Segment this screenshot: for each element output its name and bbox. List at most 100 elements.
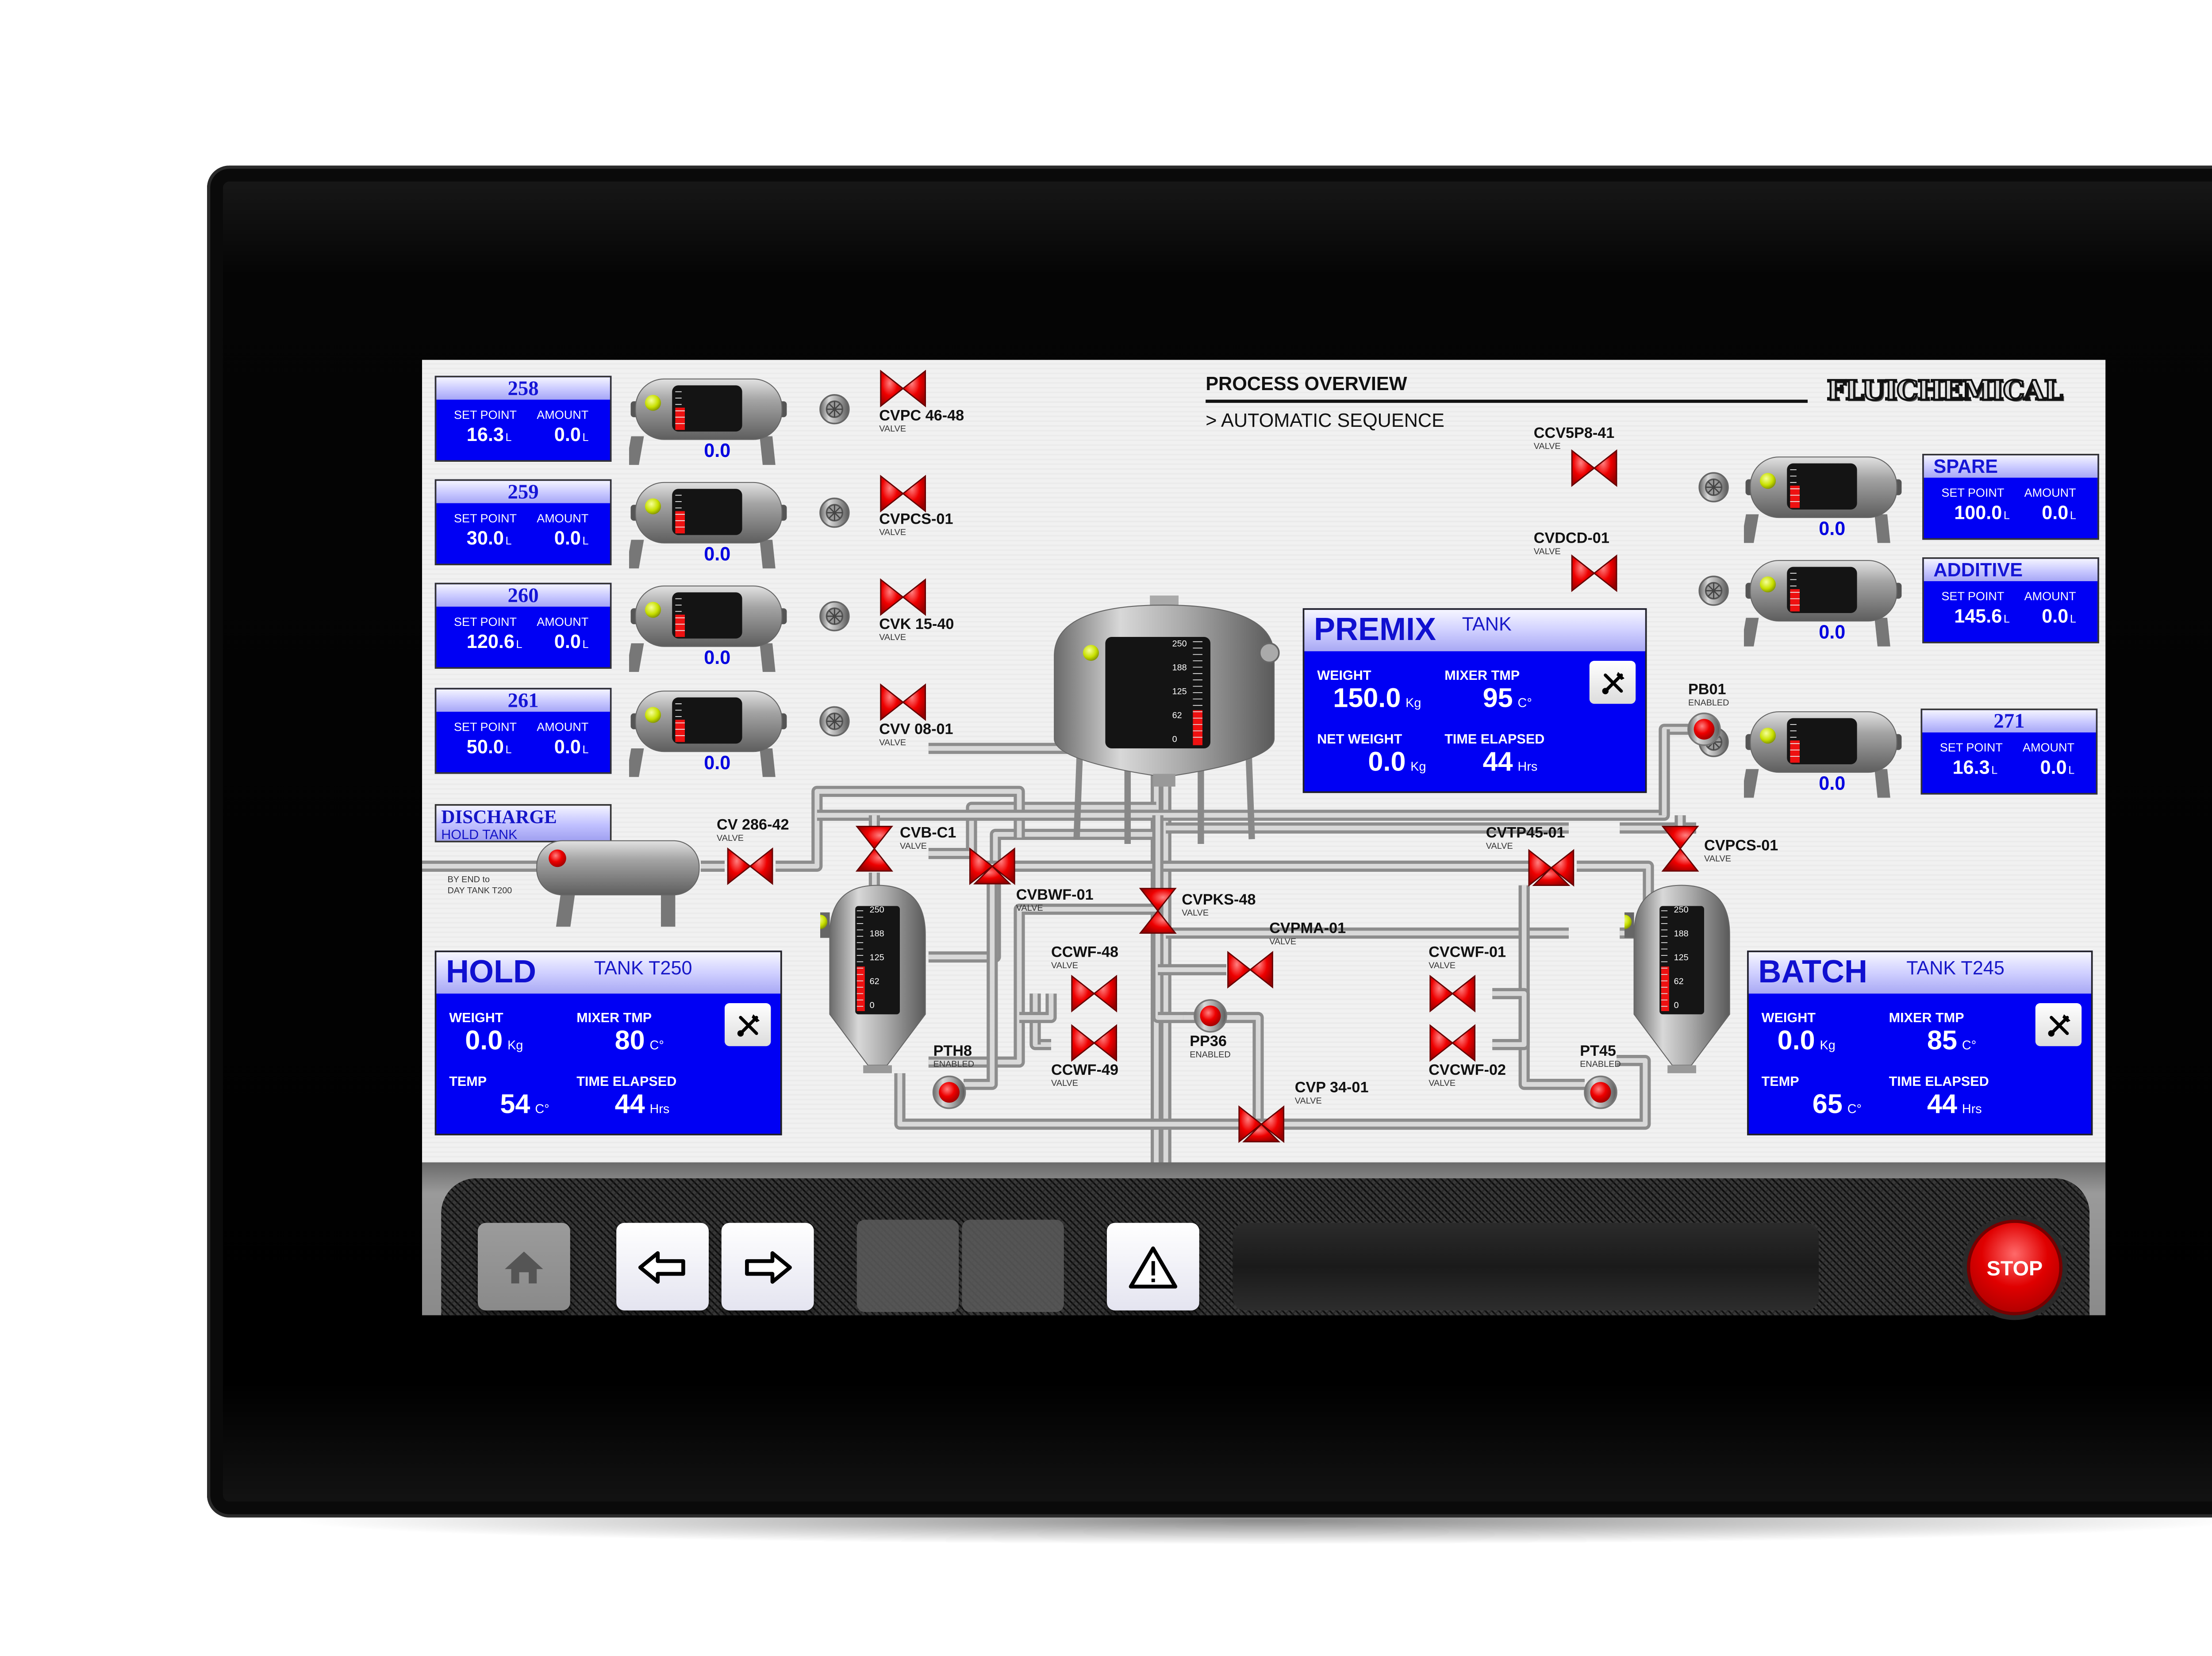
premix-vessel-gauge-tick-label: 0 [1172, 736, 1177, 745]
pipe-highlight [1158, 1015, 1189, 1020]
batch-settings-button[interactable] [2035, 1003, 2082, 1046]
valve-cvpc-46-48[interactable] [879, 369, 927, 407]
premix-field-label: MIXER TMP [1444, 667, 1520, 683]
transfer-pump-icon [817, 599, 852, 634]
amount-label: AMOUNT [2024, 486, 2076, 500]
pipe-highlight [1492, 991, 1527, 1047]
hold-settings-button[interactable] [725, 1003, 771, 1046]
hold-field-unit: Kg [507, 1038, 523, 1053]
warning-icon [1129, 1246, 1178, 1288]
pump-pt45[interactable] [1583, 1075, 1618, 1110]
valve-ccv5p8-41[interactable] [1571, 449, 1618, 487]
valve-cvpcs-01[interactable] [1656, 825, 1704, 872]
valve-type: VALVE [717, 834, 744, 844]
stop-button[interactable]: STOP [1962, 1215, 2067, 1320]
discharge-note-line-1: BY END to [447, 876, 490, 886]
valve-type: VALVE [900, 842, 927, 852]
alarms-button[interactable] [1107, 1223, 1199, 1311]
supply-tank-level-reading: 0.0 [704, 751, 731, 774]
valve-tag: CVPKS-48 [1182, 892, 1256, 909]
valve-cvp-34-01[interactable] [1237, 1105, 1285, 1143]
set-point-unit: L [1991, 766, 1998, 777]
valve-type: VALVE [879, 739, 906, 748]
valve-icon [880, 683, 926, 721]
valve-cvcwf-01[interactable] [1429, 974, 1476, 1012]
pipe-highlight [776, 789, 1022, 869]
valve-icon [1071, 1024, 1118, 1062]
supply-tank-level-reading: 0.0 [1819, 621, 1846, 644]
hold-field-number: 0.0 [465, 1025, 503, 1056]
valve-cvpma-01[interactable] [1226, 951, 1274, 989]
discharge-tank [534, 838, 703, 927]
tools-icon [737, 1013, 759, 1036]
pump-pb01[interactable] [1686, 712, 1721, 747]
set-point-number: 100.0 [1954, 502, 2002, 524]
batch-panel-subtitle: TANK T245 [1906, 957, 2005, 979]
batch-vessel-gauge-tick-label: 125 [1674, 954, 1689, 963]
hold-field-unit: Hrs [649, 1102, 670, 1116]
pump-status: ENABLED [1580, 1060, 1621, 1070]
tank-panel-title: ADDITIVE [1924, 559, 2098, 581]
valve-cv-286-42[interactable] [726, 847, 774, 885]
amount-unit: L [2068, 766, 2075, 777]
valve-cvpks-48[interactable] [1134, 888, 1182, 934]
forward-button[interactable] [721, 1223, 814, 1311]
valve-cvv-08-01[interactable] [879, 683, 927, 721]
discharge-title: DISCHARGE [441, 805, 557, 828]
valve-cvk-15-40[interactable] [879, 578, 927, 616]
premix-settings-button[interactable] [1589, 661, 1636, 704]
pump-pp36[interactable] [1193, 998, 1228, 1033]
valve-tag: CCV5P8-41 [1533, 425, 1615, 443]
amount-number: 0.0 [554, 527, 581, 549]
valve-cvdcd-01[interactable] [1571, 554, 1618, 592]
back-button[interactable] [616, 1223, 709, 1311]
valve-cvb-c1[interactable] [850, 825, 898, 872]
valve-tag: CCWF-49 [1051, 1062, 1119, 1080]
batch-vessel-gauge-tick-label: 250 [1674, 906, 1689, 916]
valve-ccwf-48[interactable] [1070, 974, 1118, 1012]
set-point-label: SET POINT [1939, 740, 2003, 755]
valve-cvbwf-01[interactable] [968, 847, 1016, 885]
discharge-subtitle: HOLD TANK [441, 826, 518, 843]
batch-field-number: 44 [1927, 1089, 1958, 1119]
pump-status: ENABLED [933, 1060, 975, 1070]
batch-field-label: MIXER TMP [1889, 1009, 1964, 1026]
hold-vessel-gauge-tick-label: 0 [869, 1001, 875, 1011]
transfer-pump-icon [817, 392, 852, 427]
set-point-label: SET POINT [454, 720, 517, 734]
tank-panel-title: 259 [436, 480, 610, 503]
supply-tank-level-reading: 0.0 [704, 646, 731, 669]
valve-cvtp45-01[interactable] [1527, 849, 1575, 887]
home-button[interactable] [478, 1223, 570, 1311]
valve-cvpcs-01[interactable] [879, 475, 927, 513]
valve-cvcwf-02[interactable] [1429, 1024, 1476, 1062]
valve-type: VALVE [879, 425, 906, 435]
pump-pth8[interactable] [932, 1075, 967, 1110]
set-point-label: SET POINT [1941, 486, 2005, 500]
disabled-button-2 [962, 1219, 1064, 1312]
valve-ccwf-49[interactable] [1070, 1024, 1118, 1062]
set-point-label: SET POINT [454, 407, 517, 422]
supply-tank-1 [626, 376, 788, 465]
valve-tag: CV 286-42 [717, 816, 789, 835]
